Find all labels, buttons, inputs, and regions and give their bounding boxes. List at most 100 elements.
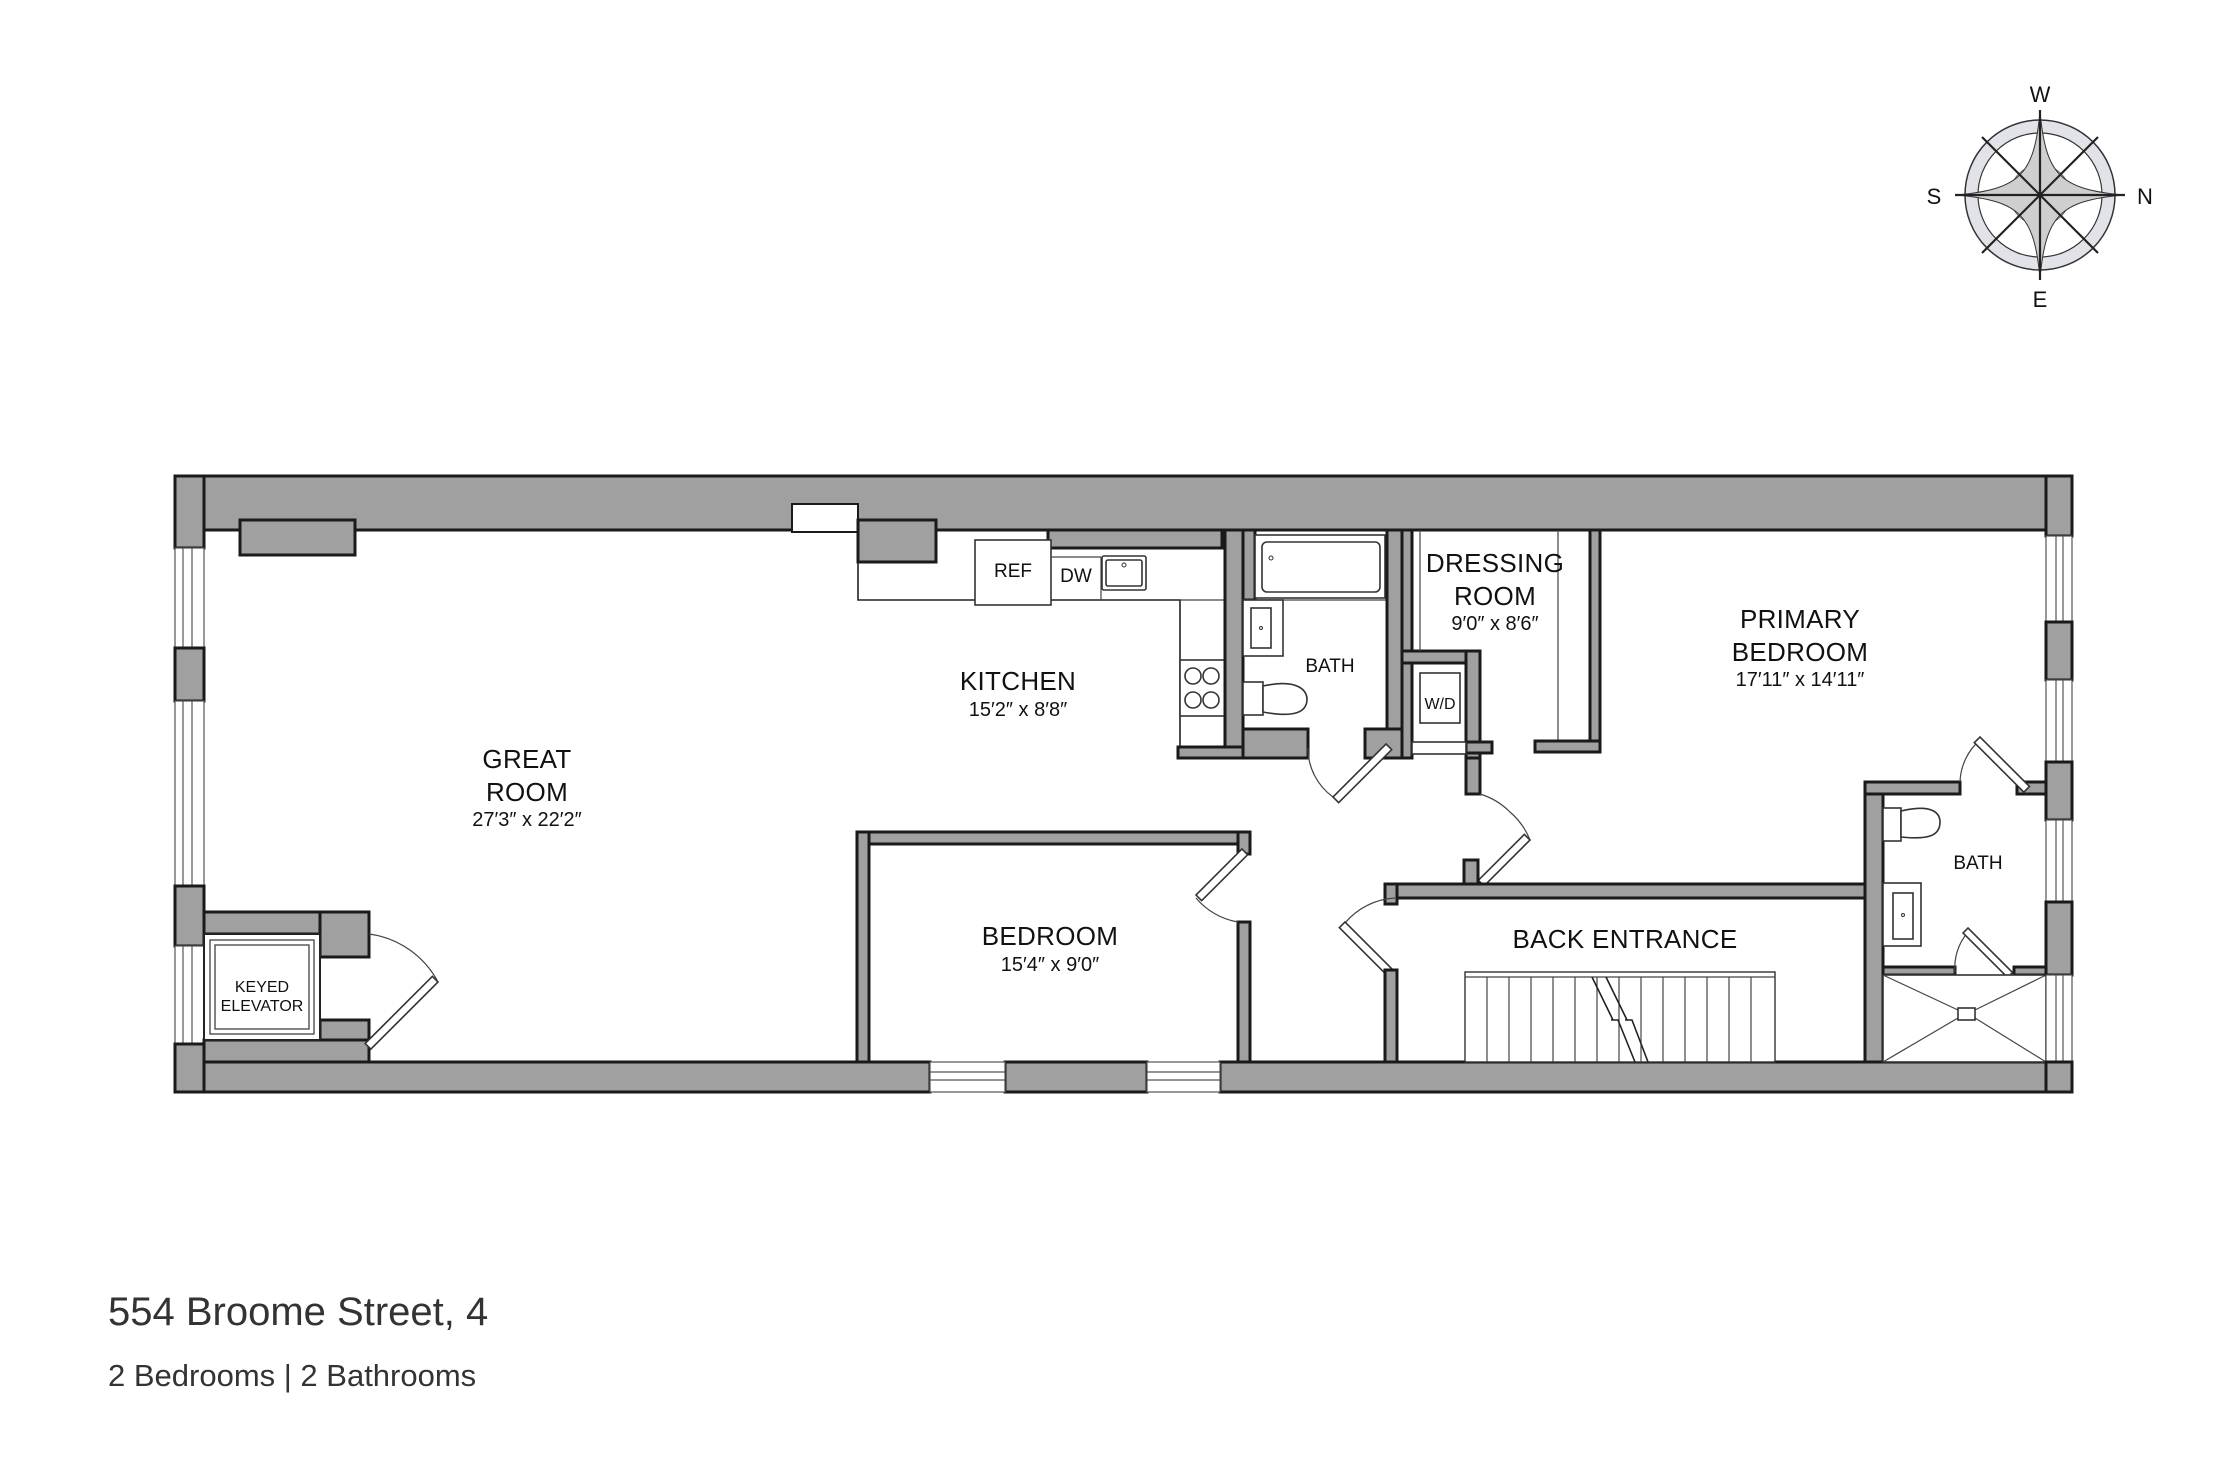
window-bath2 [2045,819,2073,903]
room-name: KEYED [234,979,290,996]
door-bedroom[interactable] [1194,847,1249,923]
wd-jamb [1464,740,1494,755]
door-elevator-vestibule[interactable] [364,933,440,1051]
pier-left-3 [173,1042,206,1094]
kitchen-sink-icon [1101,555,1147,591]
compass-label-right: N [2137,184,2153,209]
compass-rose-icon [1955,110,2125,280]
fixture-label-dw: DW [1060,566,1092,587]
room-label-primary-bedroom: PRIMARY BEDROOM 17′11″ x 14′11″ [1732,603,1868,693]
exterior-wall-bottom-left [173,1060,932,1094]
bath1-wall-right [1385,528,1404,742]
listing-title: 554 Broome Street, 4 [108,1290,489,1334]
pier-right-3 [2044,900,2074,977]
exterior-wall-top-band [173,474,2074,532]
room-name: ELEVATOR [220,998,304,1016]
corner-right-bottom [2044,1060,2074,1094]
room-dimensions: 15′2″ x 8′8″ [968,698,1068,721]
dressing-wall-bottom [1533,739,1602,754]
room-name: KITCHEN [959,666,1077,696]
exterior-wall-bottom-right [1218,1060,2074,1094]
pier-left-2 [173,884,206,948]
hall-stub [1464,756,1482,796]
door-primary-bedroom[interactable] [1477,793,1532,888]
back-entrance-wall-left [1383,968,1399,1064]
bath1-vanity-icon [1242,599,1284,657]
refrigerator[interactable] [974,539,1052,606]
bath2-shower-wall-left [1881,965,1957,977]
listing-summary: 2 Bedrooms | 2 Bathrooms [108,1358,477,1393]
room-label-bath-2: BATH [1953,853,2003,874]
dressing-wall-right [1588,528,1602,754]
room-label-dressing-room: DRESSING ROOM 9′0″ x 8′6″ [1426,547,1564,637]
window-shower [2045,974,2073,1063]
room-name: ROOM [485,776,569,807]
window-bedroom-1 [929,1061,1006,1093]
room-label-bath-1: BATH [1305,656,1355,677]
exterior-wall-bottom-mid [1003,1060,1149,1094]
corner-left-top [173,474,206,550]
room-label-bedroom: BEDROOM 15′4″ x 9′0″ [982,920,1118,978]
room-dimensions: 27′3″ x 22′2″ [472,809,582,831]
kitchen-bath-wall [1223,528,1245,760]
window-primary-2 [2045,679,2073,763]
room-label-great-room: GREAT ROOM 27′3″ x 22′2″ [472,743,582,833]
elevator-cab [203,933,321,1041]
room-name: BACK ENTRANCE [1512,924,1738,954]
pier-right-1 [2044,620,2074,682]
stove-cooktop-icon [1179,659,1226,717]
room-dimensions: 17′11″ x 14′11″ [1735,669,1865,691]
window-elevator [174,945,205,1045]
compass-label-left: S [1926,184,1942,209]
bath1-wall-bottom-left [1241,727,1310,760]
compass-label-bottom: E [2032,287,2048,312]
elevator-jamb-top [318,910,371,959]
fixture-label-ref: REF [994,561,1032,582]
bedroom-wall-right [1236,920,1252,1064]
staircase [1464,971,1776,1063]
bath1-wall-left-upper [1241,528,1257,602]
window-great-room-2 [174,700,205,887]
pier-right-2 [2044,760,2074,822]
room-name: BEDROOM [1731,636,1869,667]
bath2-wall-left [1863,780,1885,1064]
window-great-room-1 [174,547,205,649]
compass-label-top: W [2029,82,2051,107]
window-primary-1 [2045,535,2073,623]
room-label-kitchen: KITCHEN 15′2″ x 8′8″ [960,665,1076,723]
bath2-shower-wall-right [2012,965,2048,977]
bath2-wall-top-left [1863,780,1962,796]
elevator-wall-bottom [202,1038,371,1064]
room-name: ROOM [1453,580,1537,611]
room-dimensions: 9′0″ x 8′6″ [1451,613,1539,635]
pier-top-left [238,518,357,557]
door-back-entrance[interactable] [1338,897,1396,979]
corner-right-top [2044,474,2074,538]
bathtub-icon [1254,534,1386,599]
niche-top [791,503,859,533]
door-bath2[interactable] [1959,735,2031,794]
dressing-wall-left [1400,528,1414,653]
room-name: BEDROOM [981,921,1119,951]
bedroom-wall-left [855,830,871,1064]
window-bedroom-2 [1146,1061,1221,1093]
washer-dryer[interactable] [1419,672,1461,724]
bath2-vanity-icon [1882,882,1922,947]
door-bath1[interactable] [1307,742,1393,804]
room-label-elevator: KEYED ELEVATOR [221,978,304,1016]
kitchen-wall-bottom [1176,745,1245,760]
bedroom-wall-top [855,830,1252,846]
room-name: PRIMARY [1739,604,1861,634]
room-dimensions: 15′4″ x 9′0″ [1000,953,1100,976]
room-name: DRESSING [1425,548,1565,578]
shower-drain-icon [1882,974,2047,1063]
fixture-label-wd: W/D [1424,696,1456,713]
bath1-toilet-icon [1242,681,1308,716]
pier-kitchen [856,518,938,564]
pier-left-1 [173,646,206,703]
room-name: GREAT [482,744,572,774]
back-entrance-wall-top [1383,882,1880,900]
bath2-toilet-icon [1882,807,1941,842]
door-shower[interactable] [1954,926,2014,979]
